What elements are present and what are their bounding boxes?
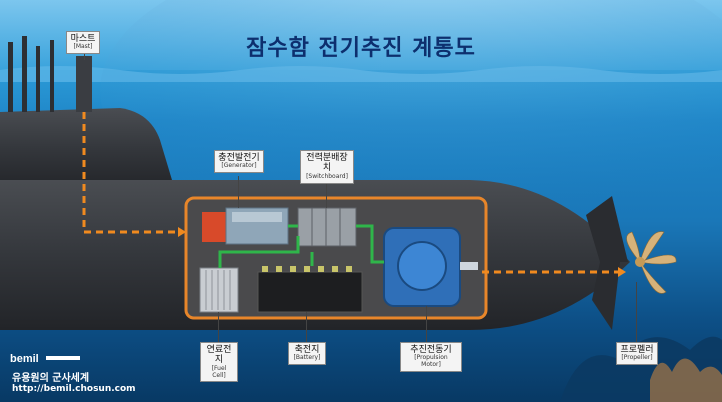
brand-url: http://bemil.chosun.com	[12, 384, 136, 394]
brand-name: 유용원의 군사세계	[12, 373, 90, 384]
label-generator: 충전발전기[Generator]	[214, 150, 264, 174]
label-battery: 축전지[Battery]	[288, 342, 326, 366]
propulsion-motor-shape	[383, 227, 478, 307]
flow-arrows	[82, 112, 620, 274]
label-propeller: 프로펠러[Propeller]	[616, 342, 658, 366]
label-fuel-cell: 연료전지[Fuel Cell]	[200, 342, 238, 383]
label-mast: 마스트[Mast]	[66, 31, 100, 55]
generator-shape	[202, 207, 289, 245]
flow-arrow-head	[618, 267, 626, 277]
switchboard-shape	[297, 207, 357, 247]
label-propulsion-motor: 추진전동기[Propulsion Motor]	[400, 342, 462, 373]
power-cables	[218, 224, 384, 268]
brand-logo: bemil	[10, 347, 80, 366]
flow-arrow-head	[178, 227, 186, 237]
fuel-cell-shape	[199, 267, 239, 313]
label-switchboard: 전력분배장치[Switchboard]	[300, 150, 354, 184]
battery-shape	[257, 266, 363, 313]
diagram-title: 잠수함 전기추진 계통도	[246, 36, 476, 61]
